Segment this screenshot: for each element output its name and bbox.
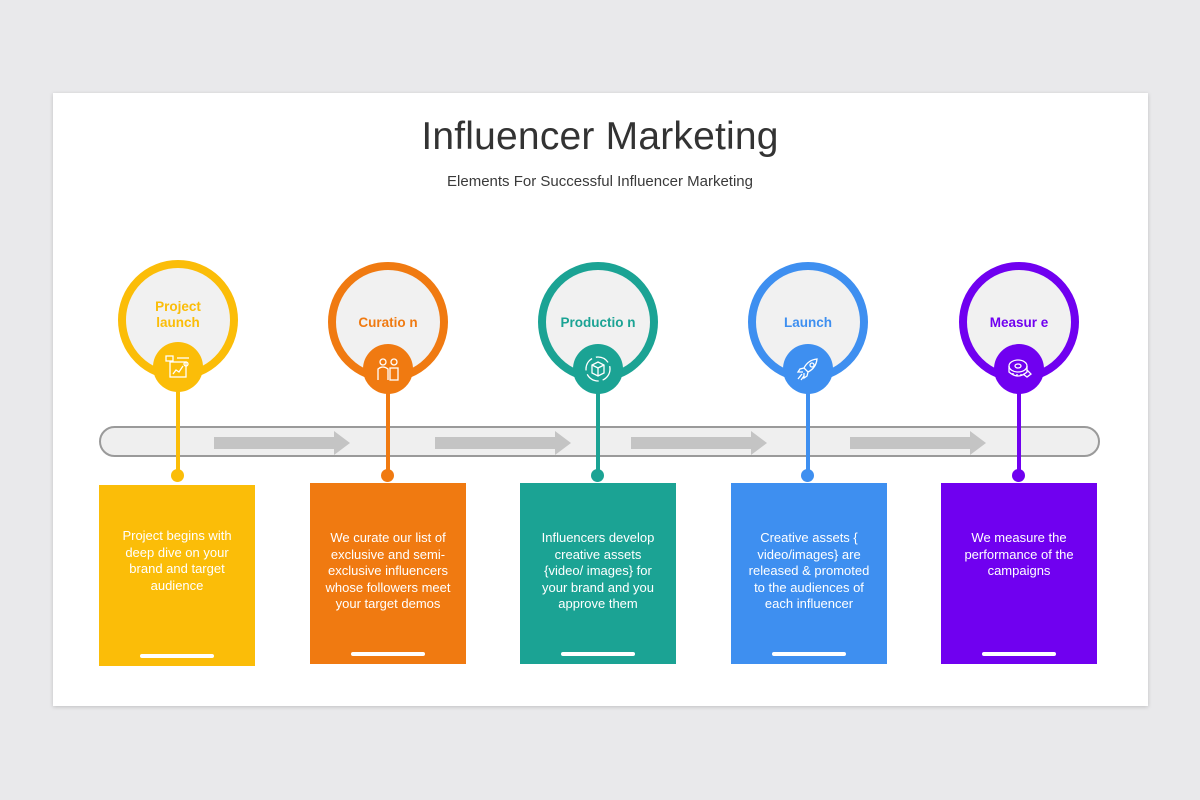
step-connector xyxy=(1017,385,1021,475)
project-board-icon xyxy=(153,342,203,392)
step-connector xyxy=(806,385,810,475)
card-accent-bar xyxy=(140,654,214,658)
arrow-right-icon xyxy=(214,431,350,455)
card-accent-bar xyxy=(351,652,425,656)
step-card: We measure the performance of the campai… xyxy=(941,483,1097,664)
people-curation-icon xyxy=(363,344,413,394)
page-title: Influencer Marketing xyxy=(421,115,779,158)
step-card: Influencers develop creative assets {vid… xyxy=(520,483,676,664)
box-cycle-icon xyxy=(573,344,623,394)
step-label: Project launch xyxy=(155,299,201,330)
rocket-icon xyxy=(783,344,833,394)
step-connector xyxy=(386,385,390,475)
step-dot xyxy=(1012,469,1025,482)
step-label: Launch xyxy=(783,315,832,330)
step-connector xyxy=(596,385,600,475)
step-card: Creative assets { video/images} are rele… xyxy=(731,483,887,664)
page-subtitle: Elements For Successful Influencer Marke… xyxy=(447,173,753,190)
card-accent-bar xyxy=(982,652,1056,656)
step-description: Project begins with deep dive on your br… xyxy=(122,528,232,593)
step-dot xyxy=(381,469,394,482)
measuring-tape-icon xyxy=(994,344,1044,394)
arrow-right-icon xyxy=(631,431,767,455)
step-card: We curate our list of exclusive and semi… xyxy=(310,483,466,664)
step-description: We measure the performance of the campai… xyxy=(964,530,1074,578)
step-dot xyxy=(171,469,184,482)
step-dot xyxy=(801,469,814,482)
card-accent-bar xyxy=(561,652,635,656)
step-description: We curate our list of exclusive and semi… xyxy=(325,530,451,611)
step-label: Productio n xyxy=(560,315,636,330)
step-description: Influencers develop creative assets {vid… xyxy=(541,530,655,611)
step-card: Project begins with deep dive on your br… xyxy=(99,485,255,666)
arrow-right-icon xyxy=(850,431,986,455)
step-label: Measur e xyxy=(989,315,1049,330)
step-connector xyxy=(176,385,180,475)
step-label: Curatio n xyxy=(358,315,418,330)
step-ring xyxy=(538,262,658,382)
arrow-right-icon xyxy=(435,431,571,455)
step-dot xyxy=(591,469,604,482)
step-description: Creative assets { video/images} are rele… xyxy=(748,530,870,611)
card-accent-bar xyxy=(772,652,846,656)
